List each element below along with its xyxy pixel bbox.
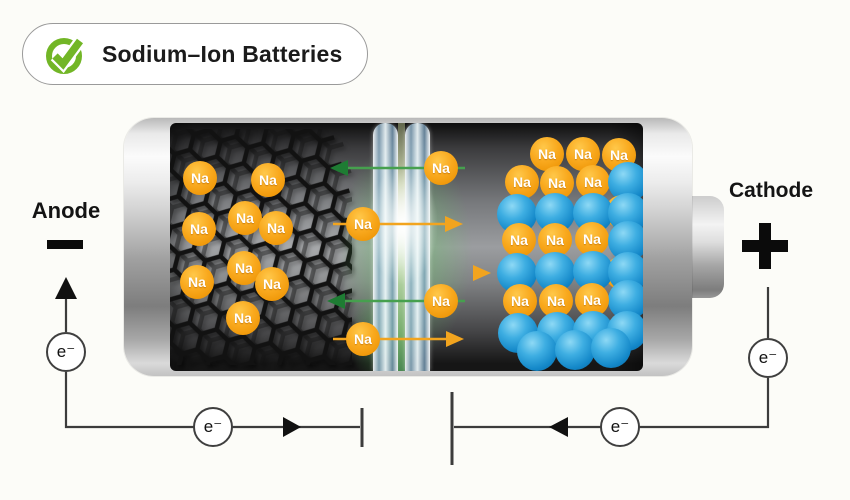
sodium-ion: Na (346, 322, 380, 356)
battery-interior: Na Na Na Na Na Na Na Na Na (170, 123, 643, 371)
electron-badge: e⁻ (600, 407, 640, 447)
cathode-particle (555, 330, 595, 370)
electron-badge: e⁻ (748, 338, 788, 378)
badge-title: Sodium–Ion Batteries (102, 40, 343, 67)
sodium-ion: Na (251, 163, 285, 197)
terminal-nub (692, 196, 724, 298)
sodium-ion: Na (502, 223, 536, 257)
sodium-ion: Na (424, 151, 458, 185)
plus-symbol (742, 223, 788, 269)
electron-badge: e⁻ (46, 332, 86, 372)
sodium-ion: Na (424, 284, 458, 318)
sodium-ion: Na (226, 301, 260, 335)
sodium-ion: Na (180, 265, 214, 299)
sodium-ion: Na (255, 267, 289, 301)
sodium-ion: Na (259, 211, 293, 245)
title-badge: Sodium–Ion Batteries (22, 23, 368, 85)
electron-badge: e⁻ (193, 407, 233, 447)
check-circle-icon (46, 37, 85, 74)
sodium-ion: Na (505, 165, 539, 199)
sodium-ion: Na (503, 284, 537, 318)
sodium-ion: Na (346, 207, 380, 241)
cathode-label: Cathode (729, 179, 813, 202)
sodium-ion: Na (538, 223, 572, 257)
cathode-particle (591, 328, 631, 368)
minus-symbol (47, 240, 83, 249)
sodium-ion: Na (575, 222, 609, 256)
anode-label: Anode (31, 198, 101, 223)
sodium-ion: Na (530, 137, 564, 171)
cathode-particle (517, 331, 557, 371)
sodium-ion: Na (228, 201, 262, 235)
sodium-ion: Na (183, 161, 217, 195)
sodium-ion: Na (182, 212, 216, 246)
